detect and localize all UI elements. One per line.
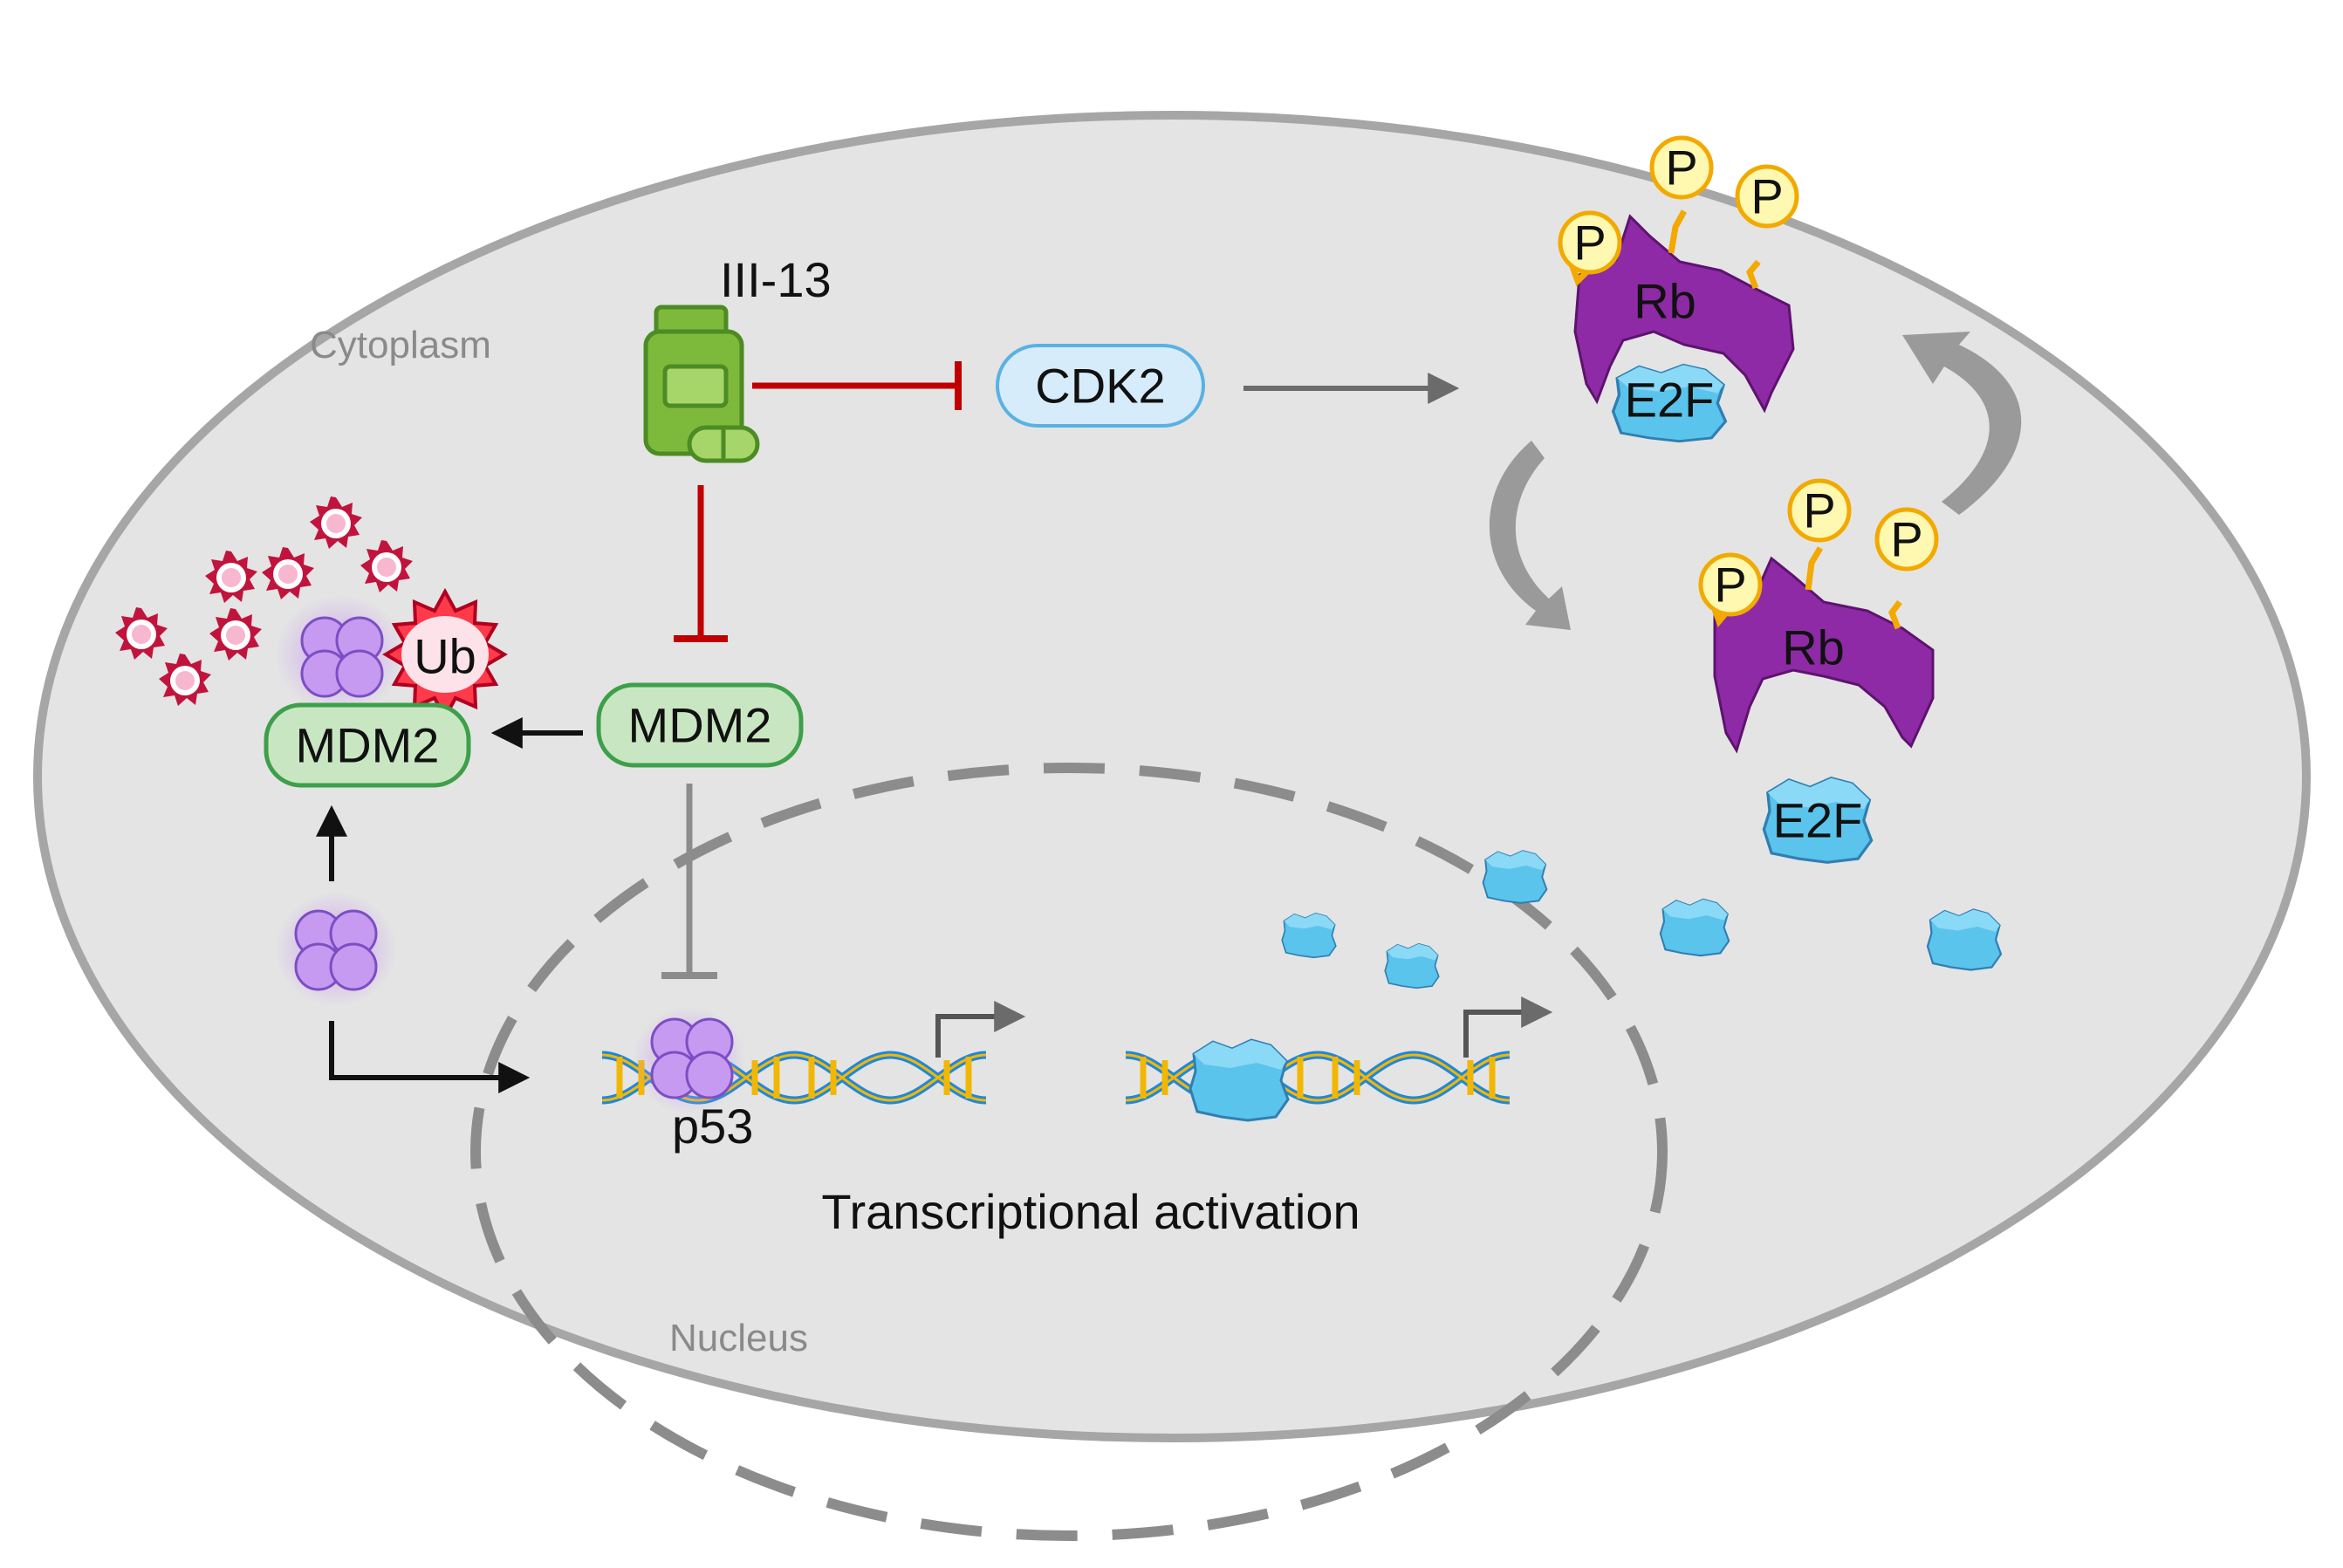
phospho-top-3-label: P — [1750, 169, 1783, 224]
mdm2-label: MDM2 — [628, 698, 772, 753]
pill-bottle-icon — [643, 305, 760, 463]
phospho-top-2 — [1649, 135, 1714, 200]
e2f-top-label: E2F — [1625, 373, 1715, 428]
e2f-dna-icon — [1189, 1038, 1290, 1122]
inhibition-drug-mdm2 — [674, 485, 728, 642]
cycle-arrow-up — [1902, 332, 2022, 515]
nucleus-label: Nucleus — [669, 1317, 808, 1359]
phospho-bottom-3 — [1874, 507, 1939, 572]
arrow-p53-to-dna — [329, 1021, 531, 1093]
p53-label: p53 — [672, 1099, 753, 1154]
phospho-top-3 — [1735, 164, 1799, 229]
phospho-bottom-1 — [1698, 552, 1763, 617]
cytoplasm-label: Cytoplasm — [310, 324, 491, 366]
inhibition-mdm2-p53 — [661, 784, 717, 979]
inhibition-drug-cdk2 — [752, 361, 962, 410]
phospho-top-2-label: P — [1665, 140, 1697, 195]
phospho-bottom-1-label: P — [1714, 558, 1746, 613]
nucleus-envelope — [470, 763, 1668, 1541]
cdk2-box — [996, 344, 1205, 428]
transcription-label: Transcriptional activation — [821, 1184, 1360, 1239]
phospho-bottom-3-label: P — [1890, 512, 1922, 567]
ubiquitin-starburst-icon — [382, 587, 508, 722]
mdm2-bound-label: MDM2 — [296, 718, 440, 773]
phospho-top-1 — [1558, 210, 1622, 275]
phospho-bottom-2 — [1787, 478, 1852, 543]
phospho-bottom-2-label: P — [1803, 483, 1835, 538]
rb-bottom-icon — [1713, 556, 1935, 754]
cdk2-label: CDK2 — [1035, 359, 1165, 414]
mdm2-bound-box — [264, 702, 471, 788]
mdm2-box — [596, 682, 804, 768]
promoter-arrow-left — [935, 1001, 1026, 1058]
drug-label: III-13 — [720, 252, 832, 307]
rb-top-label: Rb — [1634, 274, 1696, 329]
rb-top-icon — [1573, 214, 1795, 414]
cycle-arrow-down — [1489, 441, 1571, 630]
e2f-bottom-label: E2F — [1773, 793, 1863, 848]
ub-label: Ub — [414, 629, 476, 684]
rb-bottom-label: Rb — [1782, 620, 1845, 675]
promoter-arrow-right — [1463, 996, 1553, 1058]
phospho-top-1-label: P — [1573, 216, 1606, 270]
